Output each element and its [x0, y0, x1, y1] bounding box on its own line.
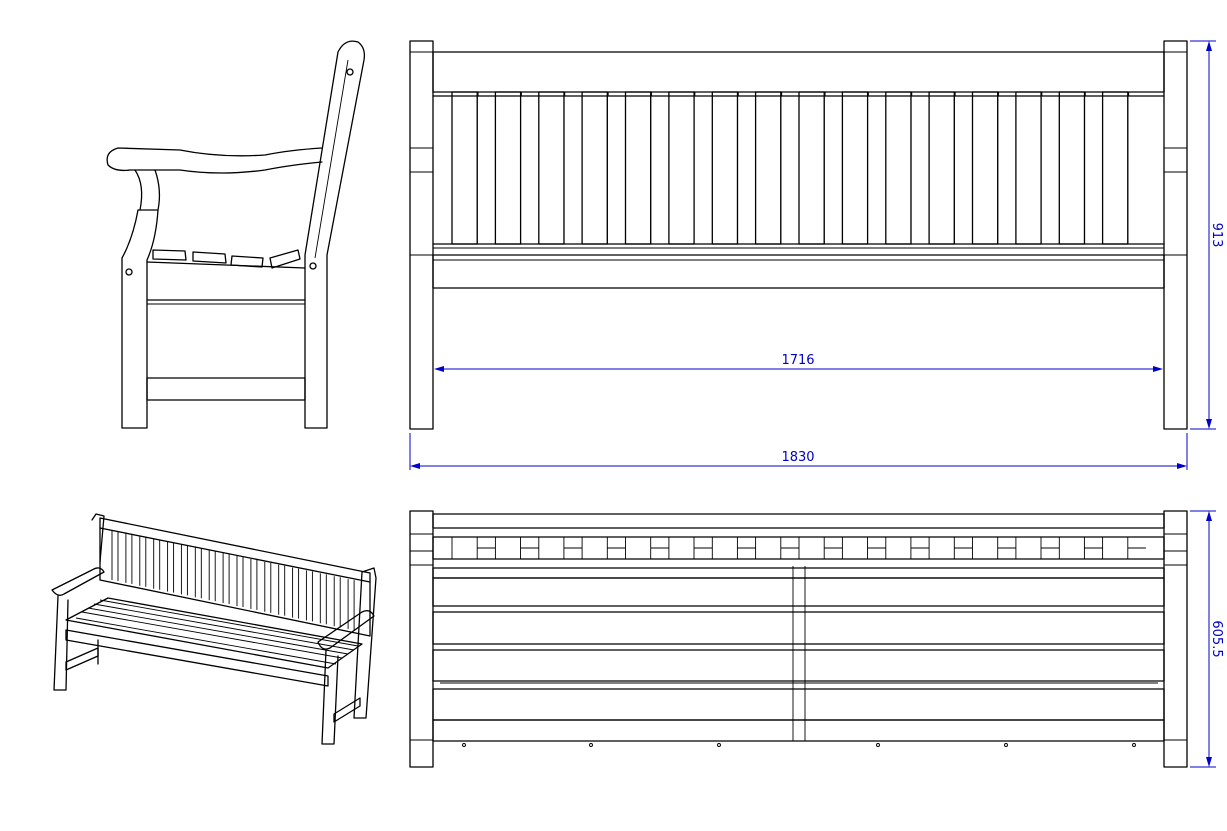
dimension-label-height: 913: [1209, 223, 1224, 248]
backrest-slat: [538, 91, 565, 245]
side-view: [106, 40, 366, 429]
backrest-slat: [581, 91, 608, 245]
front-view: [409, 40, 1188, 430]
backrest-slat: [624, 91, 652, 245]
backrest-slat: [494, 91, 522, 245]
backrest-slat: [971, 91, 999, 245]
backrest-slat: [1058, 91, 1086, 245]
backrest-slat: [798, 91, 825, 245]
backrest-slat: [711, 91, 739, 245]
dimension-depth: 605.5: [1190, 510, 1224, 768]
backrest-slat: [928, 91, 955, 245]
top-view: [409, 510, 1188, 768]
backrest-slat: [841, 91, 869, 245]
dimension-height: 913: [1190, 40, 1224, 430]
dimension-label-depth: 605.5: [1209, 620, 1224, 657]
backrest-slat: [754, 91, 782, 245]
backrest-slat: [885, 91, 912, 245]
backrest-slat: [668, 91, 695, 245]
dimension-inner-width: 1716: [434, 353, 1163, 372]
backrest-slat: [1015, 91, 1042, 245]
backrest-slat: [451, 91, 478, 245]
backrest-slat: [1101, 91, 1129, 245]
dimension-overall-width: 1830: [409, 433, 1188, 470]
dimension-label-overall-width: 1830: [781, 450, 814, 465]
isometric-view: [51, 513, 377, 745]
dimension-label-inner-width: 1716: [781, 353, 814, 368]
